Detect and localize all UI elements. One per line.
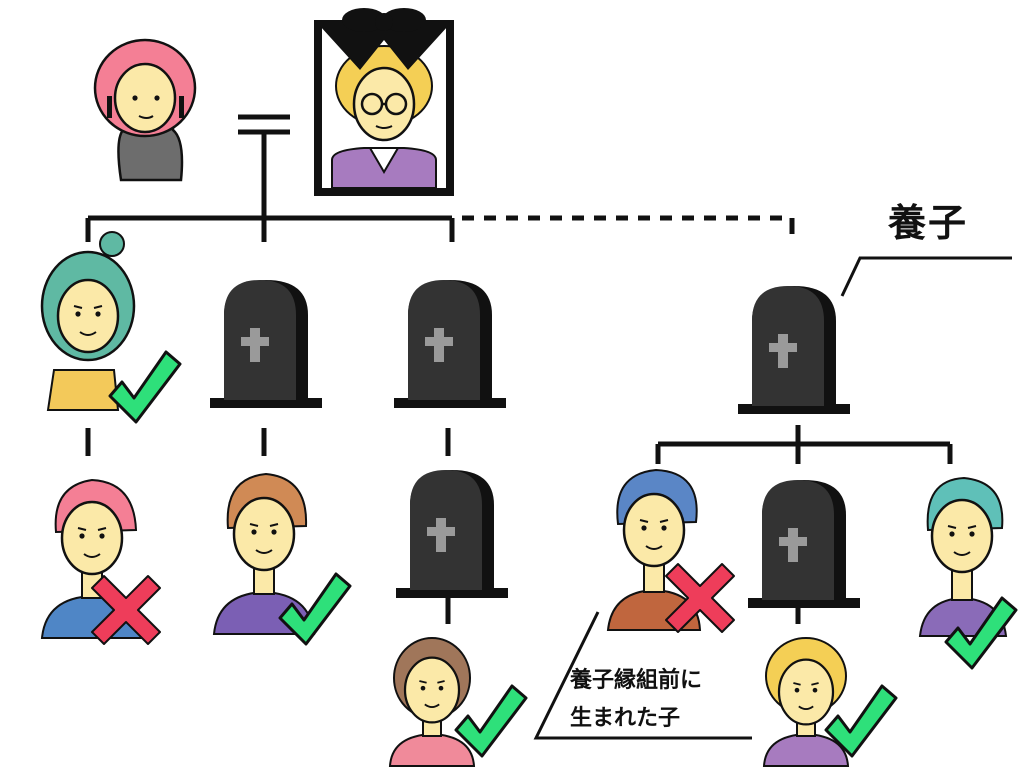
- ribbon-bow-left: [342, 8, 386, 32]
- deceased-parent-portrait: [314, 8, 454, 196]
- adoptee-grandchild-person: [762, 637, 850, 767]
- child-3-tombstone-icon: [394, 280, 506, 408]
- child-1-check-icon: [108, 350, 182, 424]
- great-grandchild-person: [388, 637, 476, 767]
- child-1-person: [40, 231, 136, 411]
- adopted-label-leader: [840, 256, 1012, 297]
- adopted-child-tombstone-icon: [738, 286, 850, 414]
- note-leader: [533, 611, 752, 740]
- grandchild-2-person: [212, 472, 316, 635]
- child-2-tombstone-icon: [210, 280, 322, 408]
- adoptee-child-2-tombstone-icon: [748, 480, 860, 608]
- grandchild-3-tombstone-icon: [396, 470, 508, 598]
- note-line-1: 養子縁組前に: [570, 668, 703, 693]
- spouse-person: [93, 38, 197, 182]
- tree-lines: [85, 114, 953, 624]
- note-line-2: 生まれた子: [570, 706, 681, 731]
- ribbon-bow-right: [382, 8, 426, 32]
- adopted-child-label: 養子: [888, 201, 969, 245]
